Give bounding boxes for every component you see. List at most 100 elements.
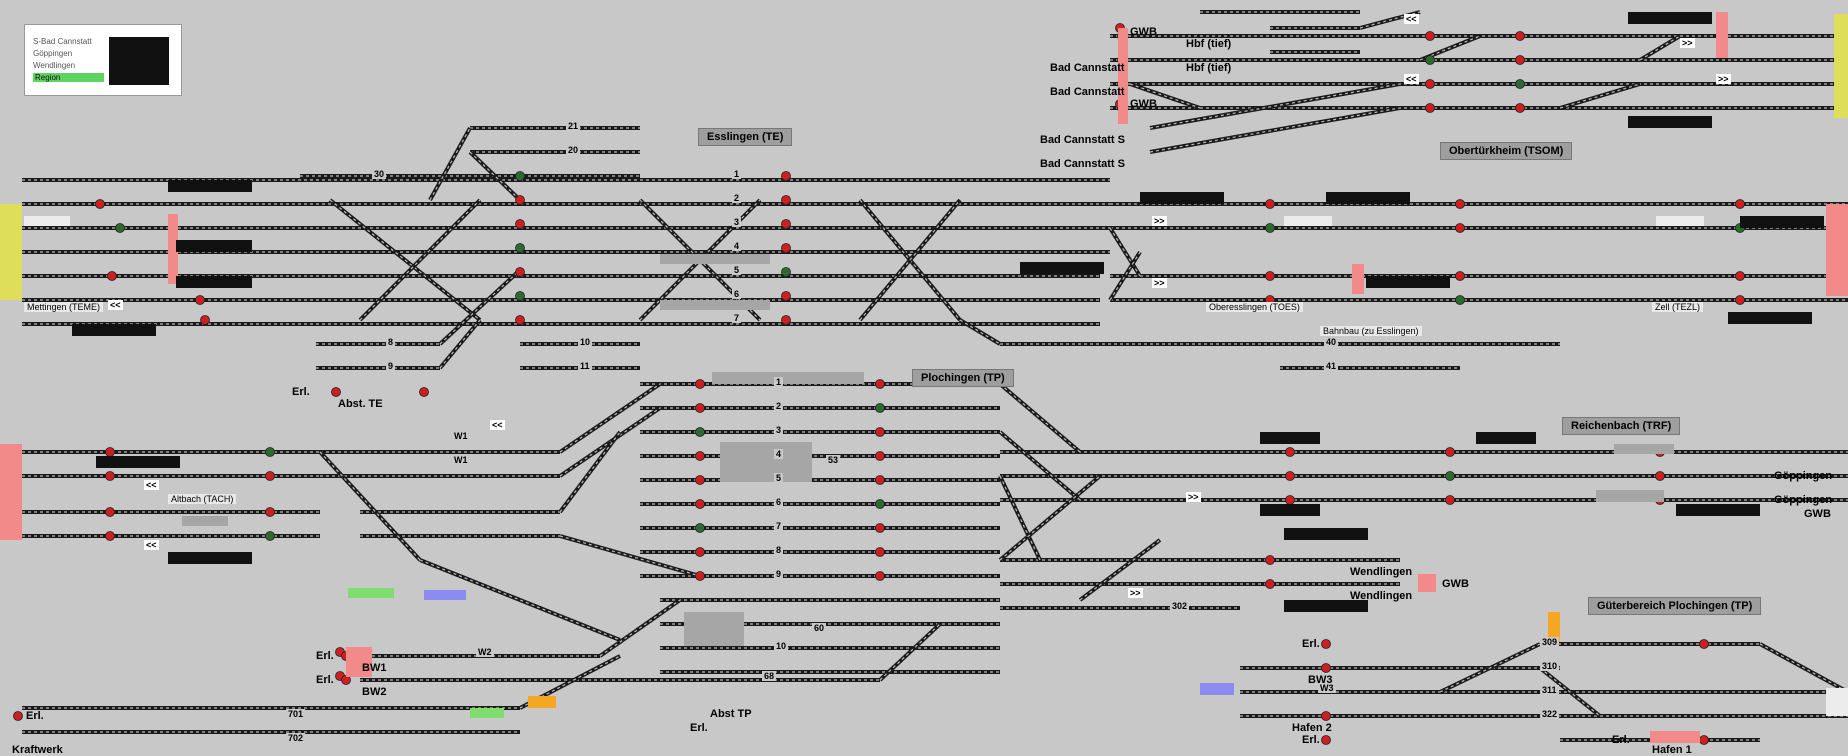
signal-red-icon[interactable] [1699, 639, 1709, 649]
signal-red-icon[interactable] [1265, 199, 1275, 209]
signal-green-icon[interactable] [1515, 79, 1525, 89]
signal-green-icon[interactable] [1425, 55, 1435, 65]
signal-red-icon[interactable] [1321, 735, 1331, 745]
signal-red-icon[interactable] [781, 195, 791, 205]
signal-green-icon[interactable] [781, 267, 791, 277]
signal-red-icon[interactable] [781, 243, 791, 253]
signal-green-icon[interactable] [515, 291, 525, 301]
direction-arrow-right[interactable]: >> [1186, 492, 1201, 502]
signal-red-icon[interactable] [1455, 271, 1465, 281]
signal-red-icon[interactable] [1265, 555, 1275, 565]
signal-red-icon[interactable] [875, 571, 885, 581]
signal-red-icon[interactable] [105, 531, 115, 541]
direction-arrow-right[interactable]: >> [1128, 588, 1143, 598]
signal-red-icon[interactable] [1425, 79, 1435, 89]
direction-arrow-left[interactable]: << [144, 540, 159, 550]
signal-red-icon[interactable] [875, 547, 885, 557]
direction-arrow-right[interactable]: >> [1152, 216, 1167, 226]
signal-red-icon[interactable] [875, 451, 885, 461]
track-segment[interactable] [468, 150, 522, 202]
signal-red-icon[interactable] [875, 475, 885, 485]
signal-green-icon[interactable] [875, 499, 885, 509]
signal-red-icon[interactable] [331, 387, 341, 397]
signal-red-icon[interactable] [1425, 103, 1435, 113]
signal-red-icon[interactable] [1655, 471, 1665, 481]
signal-green-icon[interactable] [515, 243, 525, 253]
signal-red-icon[interactable] [1425, 31, 1435, 41]
signal-red-icon[interactable] [515, 219, 525, 229]
signal-red-icon[interactable] [1455, 199, 1465, 209]
signal-red-icon[interactable] [1445, 447, 1455, 457]
direction-arrow-left[interactable]: << [144, 480, 159, 490]
signal-red-icon[interactable] [781, 291, 791, 301]
signal-red-icon[interactable] [265, 471, 275, 481]
signal-red-icon[interactable] [1321, 639, 1331, 649]
signal-red-icon[interactable] [695, 571, 705, 581]
signal-red-icon[interactable] [95, 199, 105, 209]
signal-green-icon[interactable] [265, 447, 275, 457]
dest-label-bad-cannstatt-1: Bad Cannstatt [1050, 62, 1125, 74]
signal-red-icon[interactable] [13, 711, 23, 721]
signal-red-icon[interactable] [695, 547, 705, 557]
signal-red-icon[interactable] [695, 499, 705, 509]
signal-red-icon[interactable] [1515, 31, 1525, 41]
direction-arrow-right[interactable]: >> [1152, 278, 1167, 288]
signal-red-icon[interactable] [781, 315, 791, 325]
signal-red-icon[interactable] [1285, 447, 1295, 457]
signal-red-icon[interactable] [781, 171, 791, 181]
signal-red-icon[interactable] [1699, 735, 1709, 745]
signal-red-icon[interactable] [1515, 55, 1525, 65]
signal-red-icon[interactable] [419, 387, 429, 397]
signal-red-icon[interactable] [875, 379, 885, 389]
signal-red-icon[interactable] [1735, 295, 1745, 305]
signal-green-icon[interactable] [695, 523, 705, 533]
signal-red-icon[interactable] [200, 315, 210, 325]
track-segment[interactable] [419, 558, 621, 642]
track-segment[interactable] [998, 430, 1082, 502]
signal-red-icon[interactable] [515, 195, 525, 205]
signal-red-icon[interactable] [695, 451, 705, 461]
signal-red-icon[interactable] [1515, 103, 1525, 113]
direction-arrow-right[interactable]: >> [1680, 38, 1695, 48]
signal-red-icon[interactable] [875, 523, 885, 533]
signal-red-icon[interactable] [1285, 471, 1295, 481]
signal-red-icon[interactable] [1265, 579, 1275, 589]
direction-arrow-left[interactable]: << [490, 420, 505, 430]
signal-red-icon[interactable] [1445, 495, 1455, 505]
signal-red-icon[interactable] [781, 219, 791, 229]
track-number: 6 [732, 289, 742, 299]
signal-red-icon[interactable] [1735, 271, 1745, 281]
track-segment[interactable] [1108, 226, 1142, 278]
signal-red-icon[interactable] [1265, 271, 1275, 281]
signal-red-icon[interactable] [195, 295, 205, 305]
signal-green-icon[interactable] [115, 223, 125, 233]
direction-arrow-right[interactable]: >> [1716, 74, 1731, 84]
signal-green-icon[interactable] [875, 403, 885, 413]
track-segment[interactable] [998, 475, 1042, 561]
signal-green-icon[interactable] [1445, 471, 1455, 481]
signal-red-icon[interactable] [695, 379, 705, 389]
signal-red-icon[interactable] [105, 471, 115, 481]
signal-red-icon[interactable] [107, 271, 117, 281]
direction-arrow-left[interactable]: << [1404, 74, 1419, 84]
signal-red-icon[interactable] [515, 315, 525, 325]
signal-red-icon[interactable] [515, 267, 525, 277]
track-segment[interactable] [998, 382, 1082, 454]
signal-green-icon[interactable] [265, 531, 275, 541]
direction-arrow-left[interactable]: << [108, 300, 123, 310]
signal-red-icon[interactable] [265, 507, 275, 517]
signal-red-icon[interactable] [1455, 223, 1465, 233]
signal-red-icon[interactable] [1321, 663, 1331, 673]
signal-red-icon[interactable] [695, 403, 705, 413]
track-segment[interactable] [1108, 250, 1142, 302]
signal-red-icon[interactable] [1321, 711, 1331, 721]
signal-red-icon[interactable] [695, 475, 705, 485]
signal-red-icon[interactable] [1735, 199, 1745, 209]
signal-green-icon[interactable] [1455, 295, 1465, 305]
signal-red-icon[interactable] [875, 427, 885, 437]
signal-green-icon[interactable] [695, 427, 705, 437]
signal-red-icon[interactable] [105, 507, 115, 517]
signal-green-icon[interactable] [515, 171, 525, 181]
signal-green-icon[interactable] [1265, 223, 1275, 233]
direction-arrow-left[interactable]: << [1404, 14, 1419, 24]
